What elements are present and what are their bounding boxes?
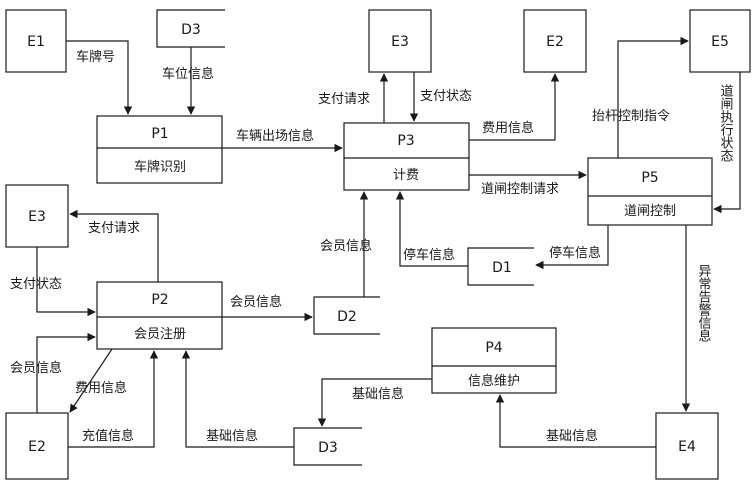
flow-p3-to-e3-top: 支付请求 <box>318 73 389 123</box>
data-store-d1: D1 <box>467 247 534 286</box>
flow-e3-top-to-p3: 支付状态 <box>409 72 472 122</box>
entity-e1: E1 <box>5 9 67 73</box>
svg-text:道闸控制请求: 道闸控制请求 <box>481 182 559 197</box>
flow-e2-to-p2-recharge: 充值信息 <box>68 350 159 448</box>
entity-e2-top: E2 <box>523 9 587 73</box>
svg-text:D3: D3 <box>181 22 201 38</box>
svg-text:基础信息: 基础信息 <box>206 428 258 444</box>
flow-p5-to-e5: 抬杆控制指令 <box>592 36 689 158</box>
svg-text:E5: E5 <box>711 34 729 50</box>
svg-text:会员信息: 会员信息 <box>230 294 282 310</box>
svg-text:费用信息: 费用信息 <box>75 380 127 396</box>
data-store-d3-bottom: D3 <box>293 427 362 466</box>
svg-text:计费: 计费 <box>393 168 419 183</box>
flow-d1-to-p3: 停车信息 <box>395 191 468 267</box>
svg-text:停车信息: 停车信息 <box>549 245 601 261</box>
flow-e5-to-p5: 道闸执行状态 <box>713 72 741 214</box>
svg-text:支付状态: 支付状态 <box>10 277 62 292</box>
svg-text:停车信息: 停车信息 <box>403 247 455 263</box>
flow-label-gate-status: 道闸执行状态 <box>718 84 734 162</box>
svg-text:P5: P5 <box>641 170 658 186</box>
process-p4: P4 信息维护 <box>431 327 557 394</box>
svg-text:车位信息: 车位信息 <box>162 66 214 82</box>
flow-p2-to-e3-left: 支付请求 <box>69 209 159 282</box>
flow-d2-to-p3: 会员信息 <box>320 191 372 297</box>
process-p1: P1 车牌识别 <box>96 115 223 184</box>
data-store-d3-top: D3 <box>156 9 225 48</box>
svg-text:会员注册: 会员注册 <box>134 327 186 342</box>
svg-text:E3: E3 <box>391 34 409 50</box>
svg-text:E2: E2 <box>28 439 46 455</box>
process-p2: P2 会员注册 <box>96 281 223 350</box>
svg-text:D3: D3 <box>318 440 338 456</box>
flow-p5-to-d1: 停车信息 <box>535 225 609 270</box>
flow-e3-left-to-p2: 支付状态 <box>10 247 96 317</box>
entity-e4: E4 <box>655 412 719 480</box>
flow-d3-to-p2: 基础信息 <box>181 350 294 448</box>
data-store-d2: D2 <box>313 296 380 335</box>
svg-text:基础信息: 基础信息 <box>352 386 404 402</box>
process-p3: P3 计费 <box>343 122 470 191</box>
svg-text:费用信息: 费用信息 <box>482 120 534 136</box>
svg-text:抬杆控制指令: 抬杆控制指令 <box>592 109 670 124</box>
flow-p3-to-e2-top: 费用信息 <box>469 73 560 141</box>
svg-text:车辆出场信息: 车辆出场信息 <box>236 128 314 144</box>
entity-e3-left: E3 <box>5 184 69 248</box>
entity-e3-top: E3 <box>368 9 432 73</box>
flow-p4-to-d3: 基础信息 <box>317 378 432 427</box>
flow-p5-to-e4: 异常告警信息 <box>681 225 712 412</box>
svg-text:E2: E2 <box>546 34 564 50</box>
svg-text:D2: D2 <box>337 309 357 325</box>
flow-p2-to-e2: 费用信息 <box>69 348 127 413</box>
svg-text:D1: D1 <box>492 260 512 276</box>
svg-text:支付请求: 支付请求 <box>318 92 370 107</box>
svg-text:E4: E4 <box>678 439 696 455</box>
svg-text:信息维护: 信息维护 <box>468 373 520 389</box>
svg-text:P3: P3 <box>397 133 414 149</box>
entity-e2-bottom: E2 <box>5 412 69 480</box>
svg-text:支付状态: 支付状态 <box>420 89 472 104</box>
svg-text:会员信息: 会员信息 <box>320 238 372 254</box>
svg-text:P1: P1 <box>151 126 168 142</box>
flow-e2-to-p2: 会员信息 <box>10 332 96 413</box>
svg-text:道闸控制: 道闸控制 <box>624 204 676 219</box>
flow-p2-to-d2: 会员信息 <box>222 294 313 322</box>
flow-p1-to-p3: 车辆出场信息 <box>222 128 343 153</box>
svg-text:E3: E3 <box>28 209 46 225</box>
flow-p3-to-p5: 道闸控制请求 <box>469 170 587 197</box>
flow-d3-to-p1: 车位信息 <box>162 47 214 115</box>
flow-e4-to-p4: 基础信息 <box>495 394 656 448</box>
svg-text:会员信息: 会员信息 <box>10 360 62 376</box>
flow-label-alarm: 异常告警信息 <box>696 264 712 342</box>
svg-text:P2: P2 <box>151 292 168 308</box>
svg-text:充值信息: 充值信息 <box>82 428 134 444</box>
process-p5: P5 道闸控制 <box>587 157 713 226</box>
svg-text:车牌号: 车牌号 <box>76 49 115 65</box>
svg-text:P4: P4 <box>485 340 502 356</box>
entity-e5: E5 <box>689 9 751 73</box>
svg-text:车牌识别: 车牌识别 <box>134 159 186 175</box>
svg-text:支付请求: 支付请求 <box>88 221 140 236</box>
svg-text:基础信息: 基础信息 <box>546 428 598 444</box>
svg-text:E1: E1 <box>27 34 45 50</box>
flow-e1-to-p1: 车牌号 <box>66 40 133 115</box>
